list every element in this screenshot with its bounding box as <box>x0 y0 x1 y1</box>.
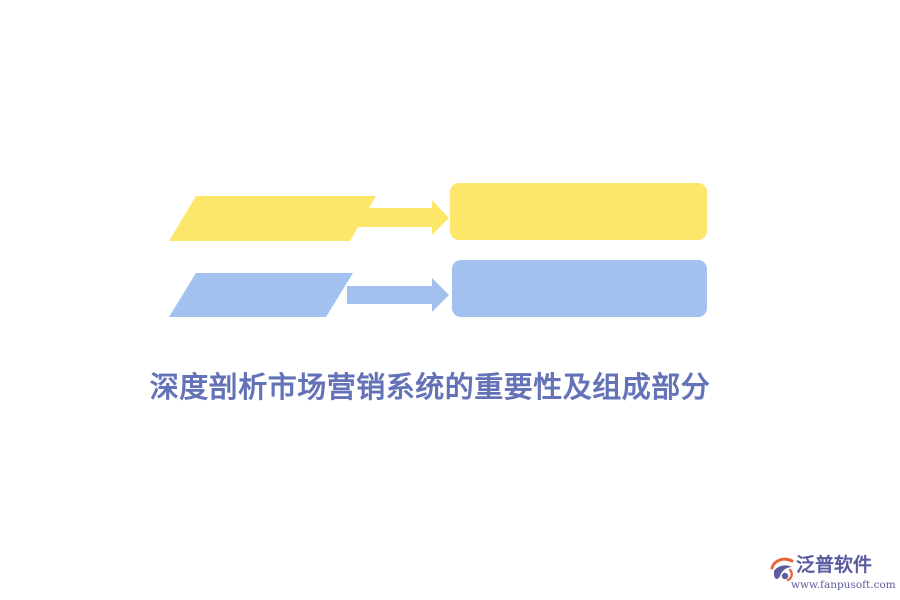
blue-parallelogram <box>169 273 353 317</box>
logo-url: www.fanpusoft.com <box>791 579 896 591</box>
yellow-parallelogram <box>169 196 376 241</box>
brand-logo[interactable]: 泛普软件 www.fanpusoft.com <box>764 552 896 596</box>
yellow-arrow <box>347 200 449 235</box>
page-title: 深度剖析市场营销系统的重要性及组成部分 <box>149 370 711 404</box>
blue-arrow <box>347 278 449 312</box>
yellow-box <box>450 183 707 240</box>
fanpu-logo-icon <box>770 557 794 582</box>
blue-box <box>452 260 707 317</box>
logo-name: 泛普软件 <box>796 554 873 576</box>
